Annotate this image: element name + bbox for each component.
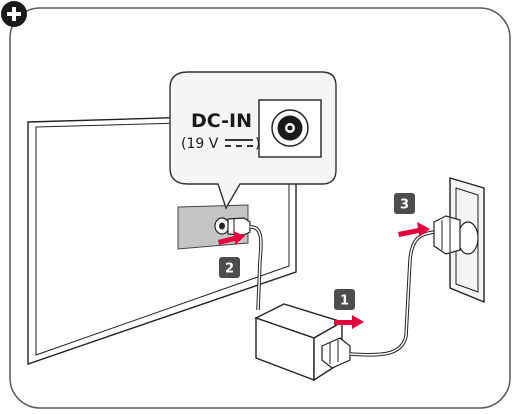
arrow-icon-step-2 — [218, 231, 245, 245]
arrow-icon-step-3 — [398, 222, 430, 237]
dc-in-voltage-close: ) — [255, 136, 260, 152]
dc-socket-icon — [258, 99, 322, 158]
dc-in-voltage: (19 V — [181, 136, 219, 152]
step-badge-2: 2 — [219, 257, 240, 278]
arrow-icon-step-1 — [334, 315, 364, 329]
plus-icon — [1, 1, 27, 27]
step-number-1: 1 — [340, 294, 349, 309]
step-badge-1: 1 — [334, 289, 355, 310]
step-number-2: 2 — [225, 262, 234, 277]
step-number-3: 3 — [400, 198, 409, 213]
adapter-cord-connector — [321, 230, 435, 369]
step-badge-3: 3 — [394, 193, 415, 214]
dc-in-title: DC-IN — [191, 110, 252, 132]
ac-plug — [433, 215, 461, 255]
dc-in-jack — [214, 217, 230, 235]
dc-symbol-icon — [225, 139, 253, 147]
